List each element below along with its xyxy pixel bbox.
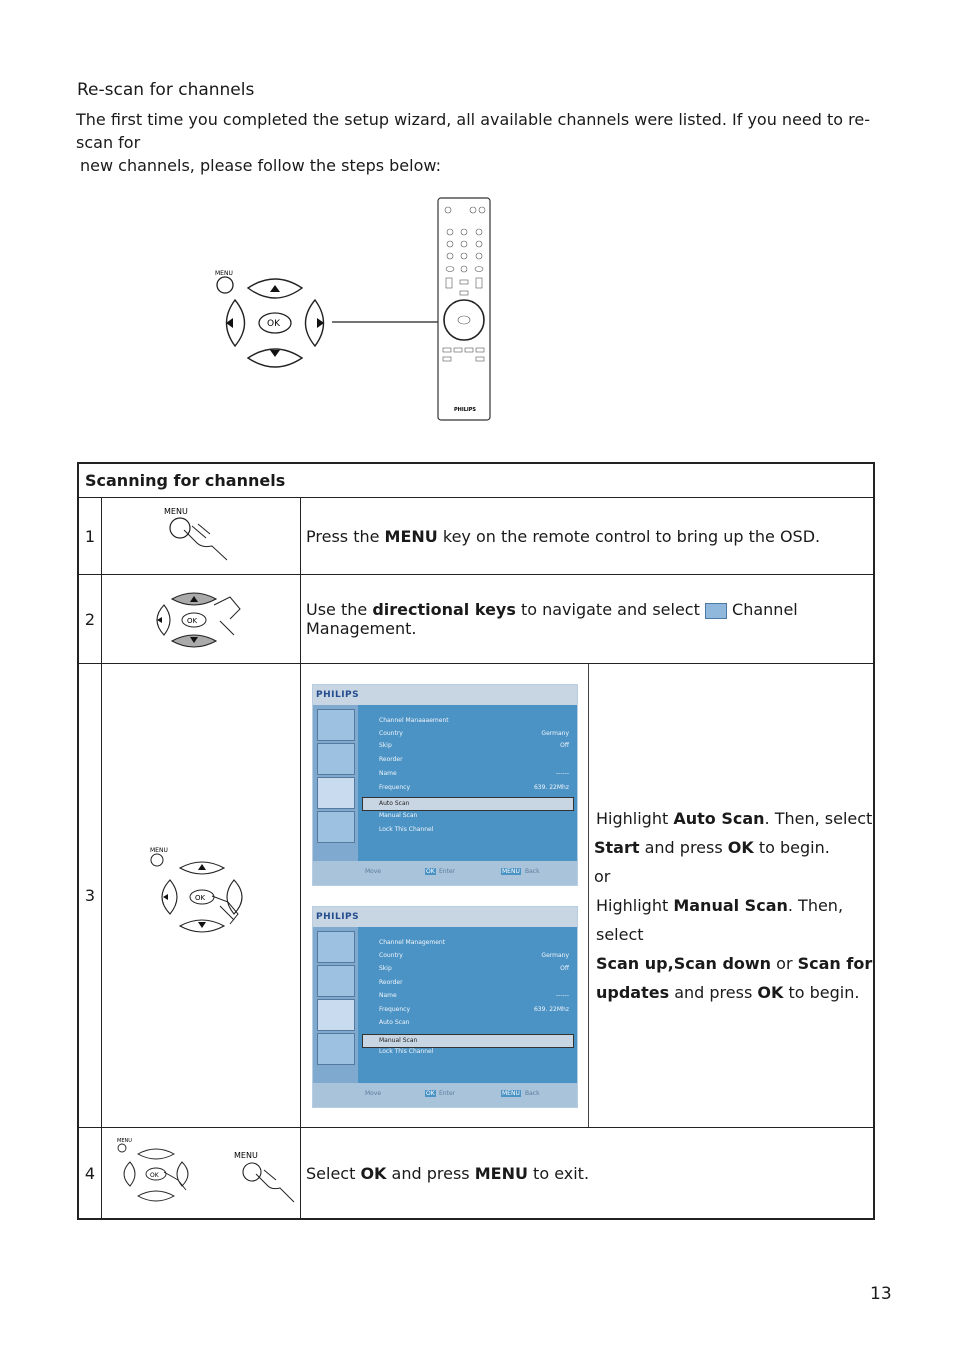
step-row-1: 1 MENU Press the MENU key on the remote … <box>77 497 875 575</box>
remote-brand: PHILIPS <box>454 407 476 413</box>
dpad-menu-icon: MENU OK MENU <box>117 1138 295 1203</box>
step-illustration: MENU OK <box>101 663 301 1128</box>
step-illustration: MENU <box>101 497 301 575</box>
step-row-3: 3 MENU OK <box>77 663 875 1128</box>
step-text: Select OK and press MENU to exit. <box>300 1127 875 1220</box>
svg-text:OK: OK <box>150 1172 160 1179</box>
ok-key-icon <box>258 312 292 334</box>
svg-text:MENU: MENU <box>234 1151 258 1160</box>
menu-press-icon: MENU <box>164 507 228 561</box>
table-title: Scanning for channels <box>77 462 875 498</box>
sound-icon <box>317 743 355 775</box>
section-heading: Re-scan for channels <box>77 80 255 100</box>
down-key-icon <box>246 348 304 368</box>
svg-text:OK: OK <box>195 894 206 902</box>
setup-icon <box>317 1033 355 1065</box>
step-3-instructions: Highlight Auto Scan. Then, select Start … <box>594 809 873 1002</box>
step-text: Press the MENU key on the remote control… <box>300 497 875 575</box>
right-key-icon <box>304 298 325 348</box>
step-number: 4 <box>77 1127 102 1220</box>
intro-paragraph: The first time you completed the setup w… <box>76 110 870 175</box>
channel-icon <box>317 777 355 809</box>
svg-text:MENU: MENU <box>164 507 188 516</box>
remote-diagram: MENU OK PHILIPS <box>215 197 491 421</box>
step-number: 1 <box>77 497 102 575</box>
step-illustration: OK <box>101 574 301 664</box>
picture-icon <box>317 931 355 963</box>
setup-icon <box>317 811 355 843</box>
svg-text:MENU: MENU <box>150 847 168 854</box>
step-text: Use the directional keys to navigate and… <box>300 574 875 664</box>
sound-icon <box>317 965 355 997</box>
up-key-icon <box>246 278 304 299</box>
dpad-press-icon: OK <box>156 592 241 648</box>
steps-table: Scanning for channels 1 MENU Press the M… <box>77 462 875 1220</box>
page-number: 13 <box>870 1284 892 1304</box>
channel-icon <box>317 999 355 1031</box>
menu-dpad-icon: MENU OK <box>150 847 243 933</box>
step-row-4: 4 MENU OK MENU Select OK and press MENU … <box>77 1127 875 1220</box>
step-number: 3 <box>77 663 102 1128</box>
picture-icon <box>317 709 355 741</box>
left-key-icon <box>225 298 246 348</box>
step-illustration: MENU OK MENU <box>101 1127 301 1220</box>
step-row-2: 2 OK Use the directional keys to navigat… <box>77 574 875 664</box>
channel-management-icon <box>704 602 727 619</box>
step-number: 2 <box>77 574 102 664</box>
menu-button-icon <box>216 276 234 294</box>
ok-label: OK <box>267 319 281 329</box>
svg-text:OK: OK <box>187 617 198 625</box>
svg-text:MENU: MENU <box>117 1138 132 1144</box>
menu-label: MENU <box>215 270 233 277</box>
